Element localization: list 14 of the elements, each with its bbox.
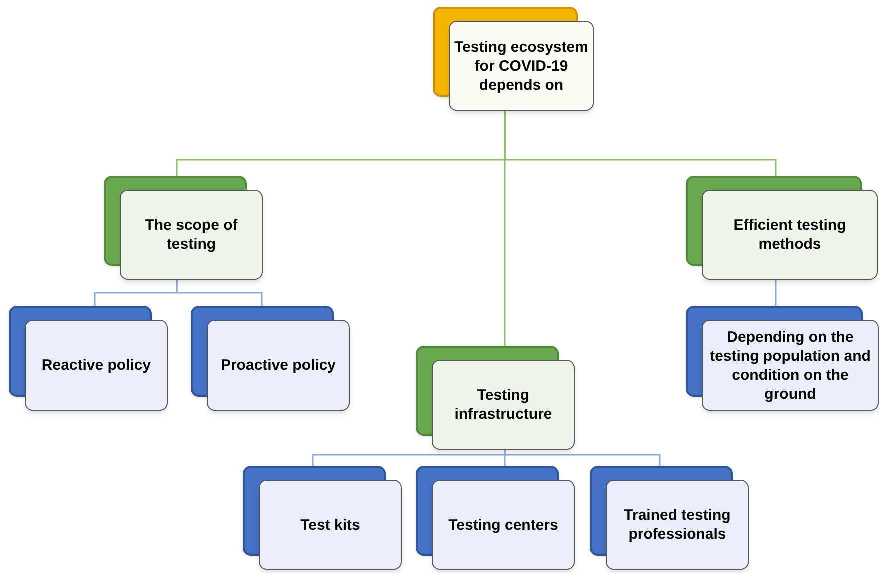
- connector-line: [775, 280, 777, 306]
- label-card: Proactive policy: [207, 320, 350, 411]
- label-card: Testing centers: [432, 480, 575, 570]
- connector-line: [176, 280, 263, 306]
- label-card: Test kits: [259, 480, 402, 570]
- connector-line: [504, 111, 777, 176]
- connector-line: [504, 450, 661, 466]
- label-card: Trained testing professionals: [606, 480, 749, 570]
- label-card: Depending on the testing population and condition on the ground: [702, 320, 879, 411]
- label-card: Efficient testing methods: [702, 190, 878, 280]
- label-card: The scope of testing: [120, 190, 263, 280]
- label-card: Reactive policy: [25, 320, 168, 411]
- label-card: Testing ecosystem for COVID-19 depends on: [449, 21, 594, 111]
- label-card: Testing infrastructure: [432, 360, 575, 450]
